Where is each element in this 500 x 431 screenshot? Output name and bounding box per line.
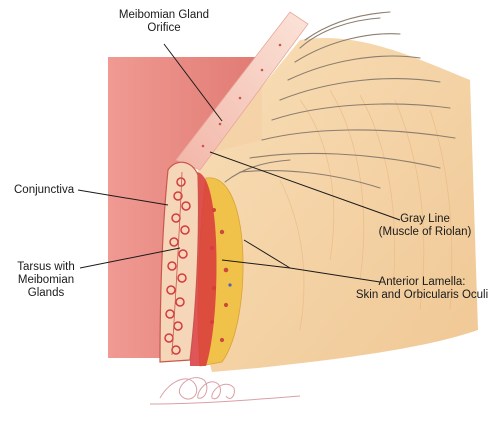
- leader-meibomian-orifice: [163, 43, 223, 122]
- label-line: (Muscle of Riolan): [378, 226, 472, 238]
- gland-duct: [171, 171, 183, 356]
- label-meibomian-gland-orifice: Meibomian Gland Orifice: [108, 9, 220, 35]
- label-line: Glands: [27, 287, 65, 299]
- leader-tarsus: [79, 247, 181, 269]
- label-line: Meibomian Gland: [118, 9, 210, 21]
- leader-gray-line: [209, 151, 401, 221]
- leader-anterior-lamella-b: [221, 259, 291, 269]
- blue-dot: [228, 283, 232, 287]
- label-conjunctiva: Conjunctiva: [14, 184, 74, 197]
- label-line: Conjunctiva: [14, 184, 75, 196]
- label-line: Gray Line: [400, 213, 450, 225]
- skin-texture: [279, 89, 453, 331]
- label-gray-line: Gray Line (Muscle of Riolan): [370, 213, 480, 239]
- skin-orbicularis: [198, 38, 478, 372]
- label-line: Orifice: [147, 22, 181, 34]
- leader-lines: [77, 43, 401, 283]
- label-line: Tarsus with: [17, 261, 75, 273]
- leader-anterior-lamella-a: [243, 239, 291, 269]
- orifice-dots: [201, 43, 282, 148]
- label-line: Anterior Lamella:: [378, 276, 466, 288]
- meibomian-glands: [164, 177, 191, 355]
- label-tarsus: Tarsus with Meibomian Glands: [10, 261, 82, 300]
- leader-anterior-lamella-c: [289, 267, 381, 283]
- label-anterior-lamella: Anterior Lamella: Skin and Orbicularis O…: [345, 276, 499, 302]
- eyelashes: [224, 11, 456, 189]
- label-line: Skin and Orbicularis Oculi: [355, 289, 489, 301]
- tarsus-plate: [159, 161, 200, 363]
- label-line: Meibomian: [17, 274, 75, 286]
- leader-conjunctiva: [77, 189, 169, 206]
- signature-scribble: [149, 377, 301, 405]
